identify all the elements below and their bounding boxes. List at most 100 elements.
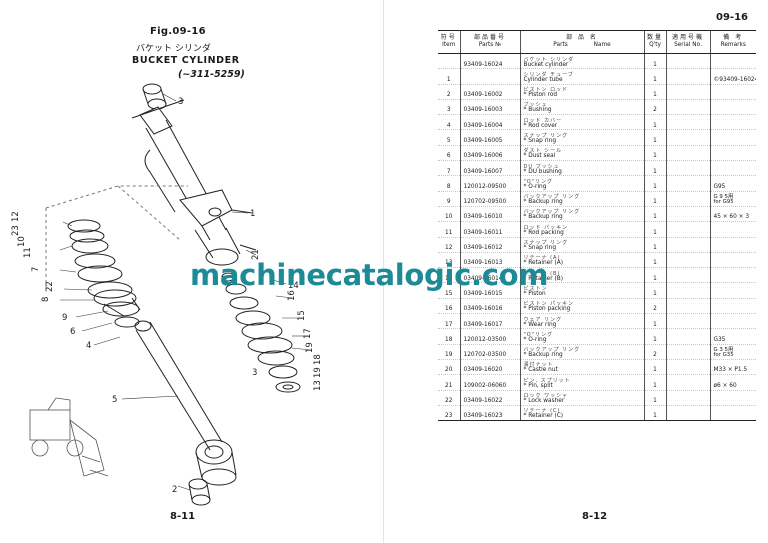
bottom-bushing-part: [188, 478, 211, 506]
cell-parts-name: リテーナ (B)* Retainer (B): [519, 267, 644, 284]
cell-item: 7: [438, 160, 460, 177]
callout-number: 5: [112, 395, 117, 405]
cell-parts-name: ロック ワッシャ* Lock washer: [519, 390, 644, 406]
remarks-line: G 3 5用: [713, 346, 734, 353]
callout-number: 22: [45, 281, 55, 292]
cell-item: 3: [438, 99, 460, 116]
cell-parts-no: 03409-16015: [459, 282, 520, 299]
cell-remarks: [709, 160, 756, 177]
cell-parts-no: 03409-16014: [459, 267, 520, 284]
parts-name-jp: ピン, スプリット: [523, 377, 571, 384]
cell-parts-name: リテーナ (A)* Retainer (A): [519, 252, 644, 269]
figure-number: Fig.09-16: [150, 26, 206, 37]
cell-serial: [665, 390, 710, 406]
cell-item: 6: [438, 145, 460, 162]
cell-remarks: G95: [709, 175, 756, 192]
cell-parts-no: 120702-09500: [459, 191, 520, 207]
callout-number: 3: [252, 368, 257, 378]
parts-name-jp: ピストン: [523, 285, 548, 292]
callout-number: 10: [17, 236, 27, 247]
callout-number: 3: [178, 97, 183, 107]
cell-qty: 1: [643, 160, 666, 177]
parts-name-jp: ダスト シール: [523, 148, 563, 155]
cell-parts-name: "O"リング* O-ring: [519, 328, 644, 345]
callout-number: 11: [23, 247, 33, 258]
figure-title-jp: バケット シリンダ: [136, 44, 211, 54]
cell-item: 21: [438, 374, 460, 391]
parts-name-en: * Backup ring: [523, 214, 563, 221]
parts-name-jp: ロッド カバー: [523, 117, 563, 124]
parts-name-en: * Wear ring: [523, 321, 557, 328]
cell-item: 12: [438, 237, 460, 253]
header-parts-name: 部 品 名 Parts Name: [519, 30, 644, 54]
cell-item: 11: [438, 221, 460, 238]
cell-qty: 1: [643, 267, 666, 284]
parts-table-header: 符号 Item 部品番号 Parts № 部 品 名 Parts Name 数量…: [438, 30, 756, 54]
cell-serial: [665, 298, 710, 315]
cell-parts-name: スナップ リング* Snap ring: [519, 237, 644, 253]
header-parts-no: 部品番号 Parts №: [459, 30, 520, 54]
parts-name-jp: "O"リング: [523, 331, 554, 338]
cell-serial: [665, 282, 710, 299]
parts-name-jp: ブッシュ: [523, 102, 548, 109]
parts-name-jp: バケット シリンダ: [523, 56, 575, 63]
cell-parts-no: 03409-16012: [459, 237, 520, 253]
cell-serial: [665, 405, 710, 422]
cell-qty: 1: [643, 221, 666, 238]
cell-parts-no: 03409-16011: [459, 221, 520, 238]
cell-parts-name: ウェア リング* Wear ring: [519, 313, 644, 330]
cell-remarks: [709, 84, 756, 100]
left-ring-stack: [67, 219, 141, 328]
cell-parts-name: バックアップ リング* Backup ring: [519, 344, 644, 360]
cell-parts-name: "O"リング* O-ring: [519, 175, 644, 192]
cell-item: 14: [438, 267, 460, 284]
cell-remarks: [709, 53, 756, 70]
cell-serial: [665, 267, 710, 284]
cell-remarks: ©93409-16024: [709, 68, 756, 85]
figure-serial-range: (~311-5259): [178, 69, 245, 80]
callout-number: 4: [86, 341, 91, 351]
right-page: 09-16 符号 Item 部品番号 Parts № 部 品 名 Parts N…: [384, 0, 768, 543]
callout-number: 8: [41, 297, 51, 302]
parts-name-jp: バックアップ リング: [523, 209, 581, 216]
cell-parts-no: 03409-16002: [459, 84, 520, 100]
parts-name-en: * Dust seal: [523, 153, 556, 160]
cell-qty: 1: [643, 53, 666, 70]
callout-number: 14: [288, 281, 299, 291]
cell-qty: 1: [643, 313, 666, 330]
cell-serial: [665, 160, 710, 177]
cell-parts-name: ブッシュ* Bushing: [519, 99, 644, 116]
cell-item: 15: [438, 282, 460, 299]
parts-name-en: * Retainer (C): [523, 413, 564, 420]
parts-name-jp: リテーナ (B): [523, 270, 561, 277]
cell-serial: [665, 191, 710, 207]
cell-serial: [665, 114, 710, 131]
cell-parts-name: ロッド パッキン* Rod packing: [519, 221, 644, 238]
cell-qty: 1: [643, 282, 666, 299]
cell-parts-no: 120012-03500: [459, 328, 520, 345]
cell-parts-no: 03409-16017: [459, 313, 520, 330]
right-ring-stack: [221, 244, 301, 393]
parts-name-jp: リテーナ (A): [523, 255, 561, 262]
cell-serial: [665, 53, 710, 70]
cell-item: 5: [438, 129, 460, 146]
cell-item: 20: [438, 359, 460, 376]
parts-name-jp: ピストン パッキン: [523, 301, 574, 308]
callout-number: 16: [287, 290, 297, 301]
cell-qty: 2: [643, 344, 666, 360]
cell-qty: 1: [643, 114, 666, 131]
cell-remarks: [709, 114, 756, 131]
cell-qty: 1: [643, 145, 666, 162]
cell-parts-name: DU ブッシュ* DU bushing: [519, 160, 644, 177]
top-bushing-part: [142, 83, 167, 110]
cell-item: 16: [438, 298, 460, 315]
cell-item: 19: [438, 344, 460, 360]
cell-parts-no: 03409-16003: [459, 99, 520, 116]
cell-parts-no: 03409-16006: [459, 145, 520, 162]
